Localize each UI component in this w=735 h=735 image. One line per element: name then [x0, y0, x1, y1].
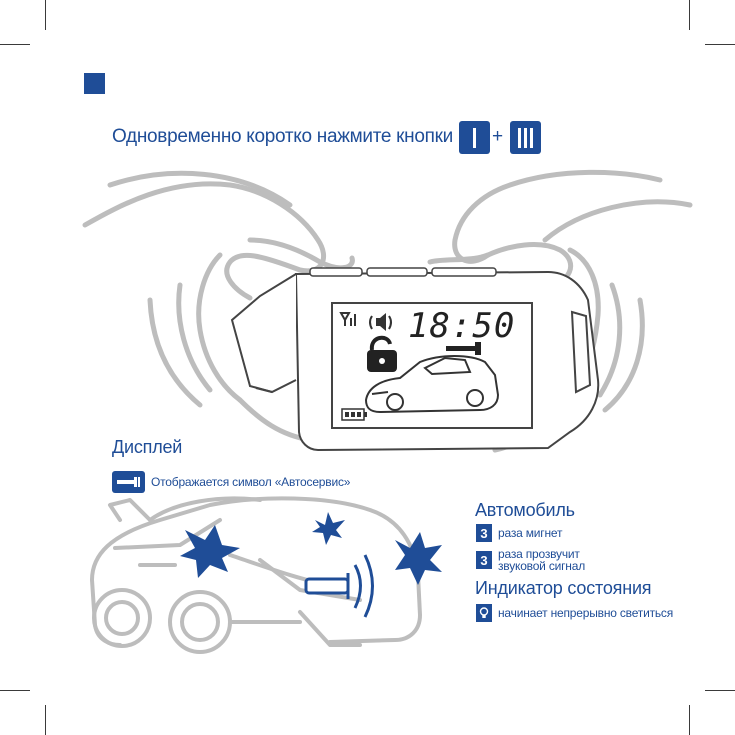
crop-mark: [689, 0, 690, 30]
display-title: Дисплей: [112, 437, 183, 457]
beep-row: 3 раза прозвучит звуковой сигнал: [476, 548, 585, 572]
crop-mark: [45, 0, 46, 30]
display-text: Отображается символ «Автосервис»: [151, 475, 351, 489]
section-marker: [84, 73, 105, 94]
crop-mark: [0, 44, 30, 45]
lcd-time: 18:50: [408, 306, 516, 346]
indicator-title: Индикатор состояния: [475, 578, 652, 598]
car-title: Автомобиль: [475, 500, 575, 520]
beep-count: 3: [476, 551, 492, 569]
blink-text: раза мигнет: [498, 526, 563, 540]
left-hand-illustration: [82, 170, 355, 443]
crop-mark: [689, 705, 690, 735]
button-three-icon: [510, 121, 541, 154]
crop-mark: [705, 690, 735, 691]
crop-mark: [705, 44, 735, 45]
car-illustration: [90, 496, 422, 654]
instruction-text: Одновременно коротко нажмите кнопки: [112, 126, 453, 147]
blink-count: 3: [476, 524, 492, 542]
plus-sign: +: [492, 126, 504, 147]
indicator-text: начинает непрерывно светиться: [498, 606, 674, 620]
display-row: Отображается символ «Автосервис»: [112, 471, 350, 493]
beep-text-line-1: раза прозвучит: [498, 547, 580, 561]
crop-mark: [45, 705, 46, 735]
blink-row: 3 раза мигнет: [476, 524, 562, 542]
horn-icon: [304, 554, 374, 618]
bulb-icon: [476, 604, 492, 622]
beep-text-line-2: звуковой сигнал: [498, 559, 586, 573]
button-one-icon: [459, 121, 490, 154]
wrench-icon: [112, 471, 145, 493]
indicator-row: начинает непрерывно светиться: [476, 604, 673, 622]
remote-control: [230, 267, 600, 452]
flash-icon: [180, 512, 442, 585]
crop-mark: [0, 690, 30, 691]
